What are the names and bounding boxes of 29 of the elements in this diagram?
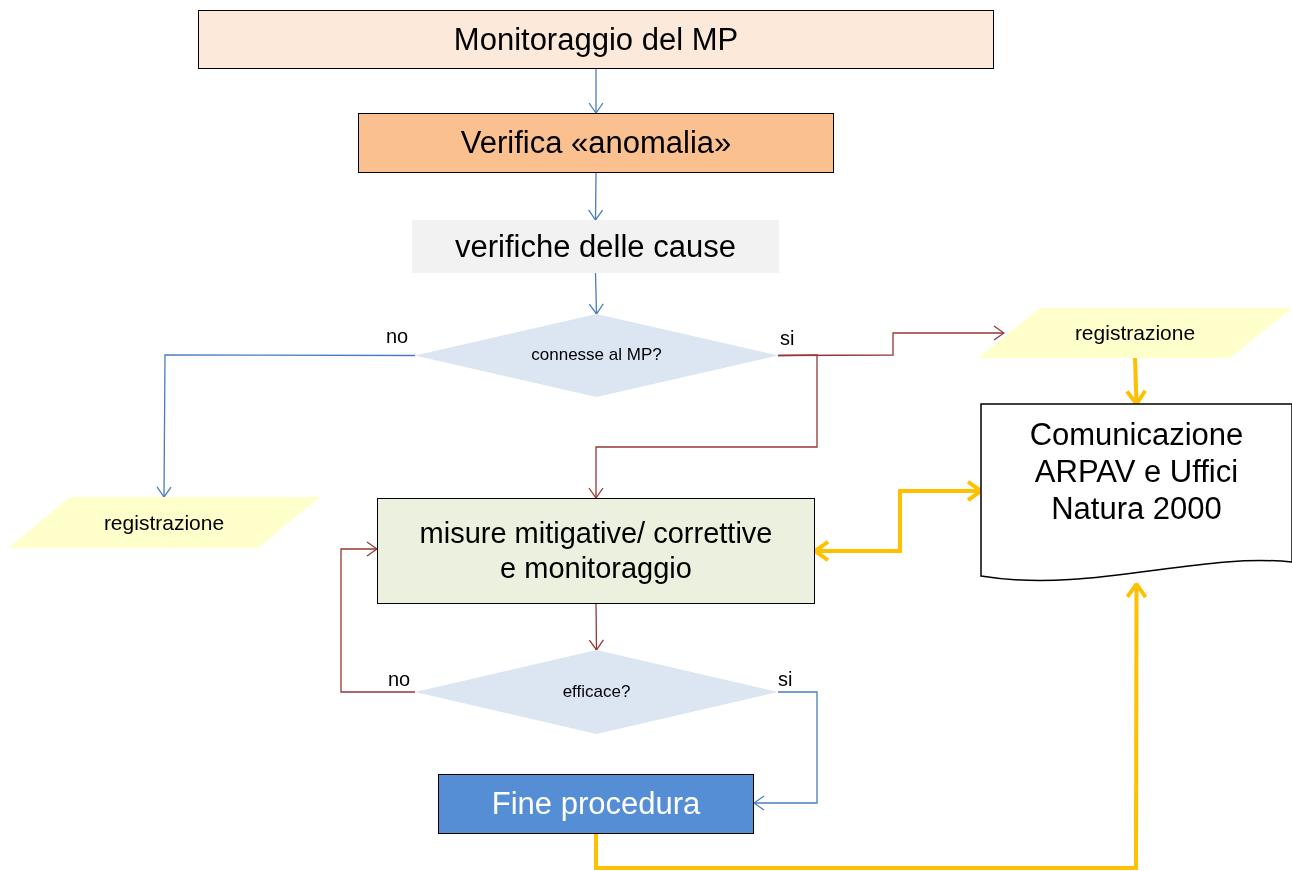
arrow xyxy=(587,172,604,221)
node-label: registrazione xyxy=(1074,320,1196,346)
arrow xyxy=(588,603,605,651)
decision-diamond xyxy=(415,314,778,397)
process-box xyxy=(358,113,834,173)
node-label: registrazione xyxy=(103,509,225,536)
node-label: Monitoraggio del MP xyxy=(453,20,739,59)
arrow xyxy=(588,272,604,315)
arrow xyxy=(588,354,818,499)
node-label: misure mitigative/ correttive e monitoraggio xyxy=(418,516,774,586)
process-box xyxy=(377,498,815,604)
node-label: efficace? xyxy=(562,681,631,703)
data-parallelogram xyxy=(8,497,320,548)
node-label: Comunicazione ARPAV e Uffici Natura 2000 xyxy=(1028,416,1245,528)
node-label: verifiche delle cause xyxy=(455,227,736,266)
process-box xyxy=(198,10,994,69)
decision-diamond xyxy=(415,650,778,734)
arrow xyxy=(594,582,1148,870)
arrow xyxy=(340,541,416,693)
arrow xyxy=(1125,357,1148,406)
process-box xyxy=(438,774,754,834)
node-label: connesse al MP? xyxy=(531,345,662,366)
node-label: Verifica «anomalia» xyxy=(460,124,732,162)
arrow xyxy=(753,691,818,811)
process-box xyxy=(412,220,779,273)
arrow xyxy=(588,68,604,114)
arrow xyxy=(156,354,416,498)
data-parallelogram xyxy=(978,308,1292,358)
node-label: Fine procedura xyxy=(491,785,701,823)
